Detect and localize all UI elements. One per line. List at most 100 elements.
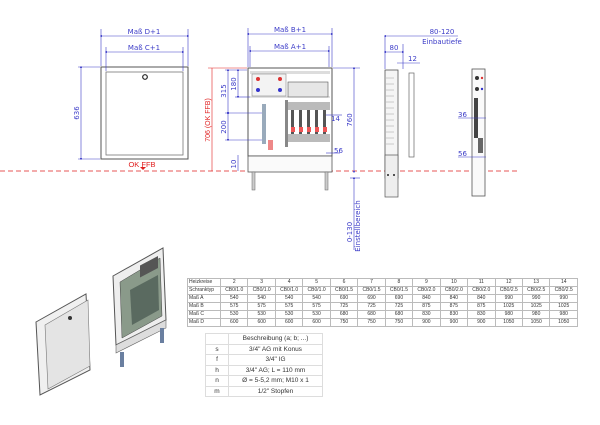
open-view: Maß B+1 Maß A+1 706 (OK FFB) 315 180 200…	[205, 26, 362, 252]
table-cell: 875	[412, 302, 441, 311]
table-cell: 990	[549, 294, 578, 303]
floor-label: OK FFB	[128, 160, 155, 169]
table-cell: CB0/2.5	[549, 286, 578, 295]
lock-icon	[142, 74, 148, 80]
table-cell: CB0/1.5	[384, 286, 414, 295]
table-cell: 830	[467, 310, 496, 319]
table-cell: 900	[412, 318, 441, 327]
table-cell: 540	[219, 294, 249, 303]
row-header-cell: Maß B	[187, 302, 221, 311]
table-cell: 875	[467, 302, 496, 311]
legend-key: s	[205, 343, 229, 355]
table-cell: 600	[219, 318, 249, 327]
table-cell: 540	[274, 294, 304, 303]
table-cell: 540	[247, 294, 276, 303]
adjust-range-caption: Einstellbereich	[354, 200, 362, 251]
table-cell: 725	[384, 302, 414, 311]
table-cell: 840	[412, 294, 441, 303]
front-view: Maß D+1 Maß C+1 636 OK FFB	[73, 28, 190, 170]
table-cell: CB0/1.0	[219, 286, 249, 295]
table-cell: 530	[302, 310, 331, 319]
table-cell: 575	[219, 302, 249, 311]
table-cell: 9	[412, 278, 441, 287]
table-cell: 680	[329, 310, 359, 319]
table-cell: 13	[521, 278, 551, 287]
table-cell: 680	[357, 310, 386, 319]
table-cell: 830	[412, 310, 441, 319]
table-cell: 900	[467, 318, 496, 327]
table-cell: 12	[494, 278, 523, 287]
isometric-door-image	[35, 293, 91, 396]
table-cell: 750	[384, 318, 414, 327]
row-header-cell: Maß D	[187, 318, 221, 327]
table-cell: 1025	[494, 302, 523, 311]
table-cell: 7	[357, 278, 386, 287]
dim-36-label: 36	[458, 111, 467, 119]
dim-c-label: Maß C+1	[128, 44, 160, 52]
table-cell: 6	[329, 278, 359, 287]
legend-header-row: Beschreibung (a; b; ...)	[205, 333, 323, 345]
table-cell: 990	[521, 294, 551, 303]
table-cell: CB0/2.0	[439, 286, 469, 295]
table-cell: 8	[384, 278, 414, 287]
table-cell: 575	[302, 302, 331, 311]
table-cell: 980	[521, 310, 551, 319]
table-cell: 900	[439, 318, 469, 327]
dim-12-label: 12	[408, 55, 417, 63]
table-cell: CB0/1.0	[247, 286, 276, 295]
row-header-cell: Maß A	[187, 294, 221, 303]
row-header-cell: Maß C	[187, 310, 221, 319]
table-cell: CB0/2.0	[412, 286, 441, 295]
table-cell: 830	[439, 310, 469, 319]
table-cell: 725	[357, 302, 386, 311]
legend-header: Beschreibung (a; b; ...)	[228, 333, 323, 345]
table-cell: 980	[549, 310, 578, 319]
table-cell: 990	[494, 294, 523, 303]
table-cell: 1025	[549, 302, 578, 311]
side-view: 80-120 Einbautiefe 80 12	[383, 28, 462, 198]
height-ffb-label: 706 (OK FFB)	[205, 98, 212, 142]
table-cell: CB0/2.5	[494, 286, 523, 295]
table-cell: 1050	[494, 318, 523, 327]
dim-d-label: Maß D+1	[128, 28, 161, 36]
row-header-cell: Schranktyp	[187, 286, 221, 295]
table-cell: 1050	[521, 318, 551, 327]
table-cell: 840	[467, 294, 496, 303]
legend-key: n	[205, 375, 229, 387]
dim-10-label: 10	[230, 160, 238, 169]
table-cell: 530	[274, 310, 304, 319]
table-cell: 690	[329, 294, 359, 303]
dim-56-label-2: 56	[458, 150, 467, 158]
table-cell: CB0/1.5	[357, 286, 386, 295]
depth-caption: Einbautiefe	[422, 38, 462, 46]
side-view-2: 36 56	[458, 68, 486, 197]
legend-value: 1/2" Stopfen	[228, 385, 323, 397]
dim-180-label: 180	[230, 77, 238, 90]
table-cell: 980	[494, 310, 523, 319]
depth-range-label: 80-120	[430, 28, 455, 36]
legend-value: Ø = 5-5,2 mm; M10 x 1	[228, 375, 323, 387]
floor-marker-icon	[140, 167, 146, 170]
table-cell: 575	[274, 302, 304, 311]
dim-a-label: Maß A+1	[274, 43, 306, 51]
table-cell: 600	[247, 318, 276, 327]
table-cell: 540	[302, 294, 331, 303]
table-cell: 680	[384, 310, 414, 319]
table-cell: 690	[384, 294, 414, 303]
table-cell: 14	[549, 278, 578, 287]
table-cell: 1025	[521, 302, 551, 311]
table-cell: CB0/1.5	[329, 286, 359, 295]
table-cell: 750	[329, 318, 359, 327]
table-cell: 10	[439, 278, 469, 287]
table-cell: 4	[274, 278, 304, 287]
